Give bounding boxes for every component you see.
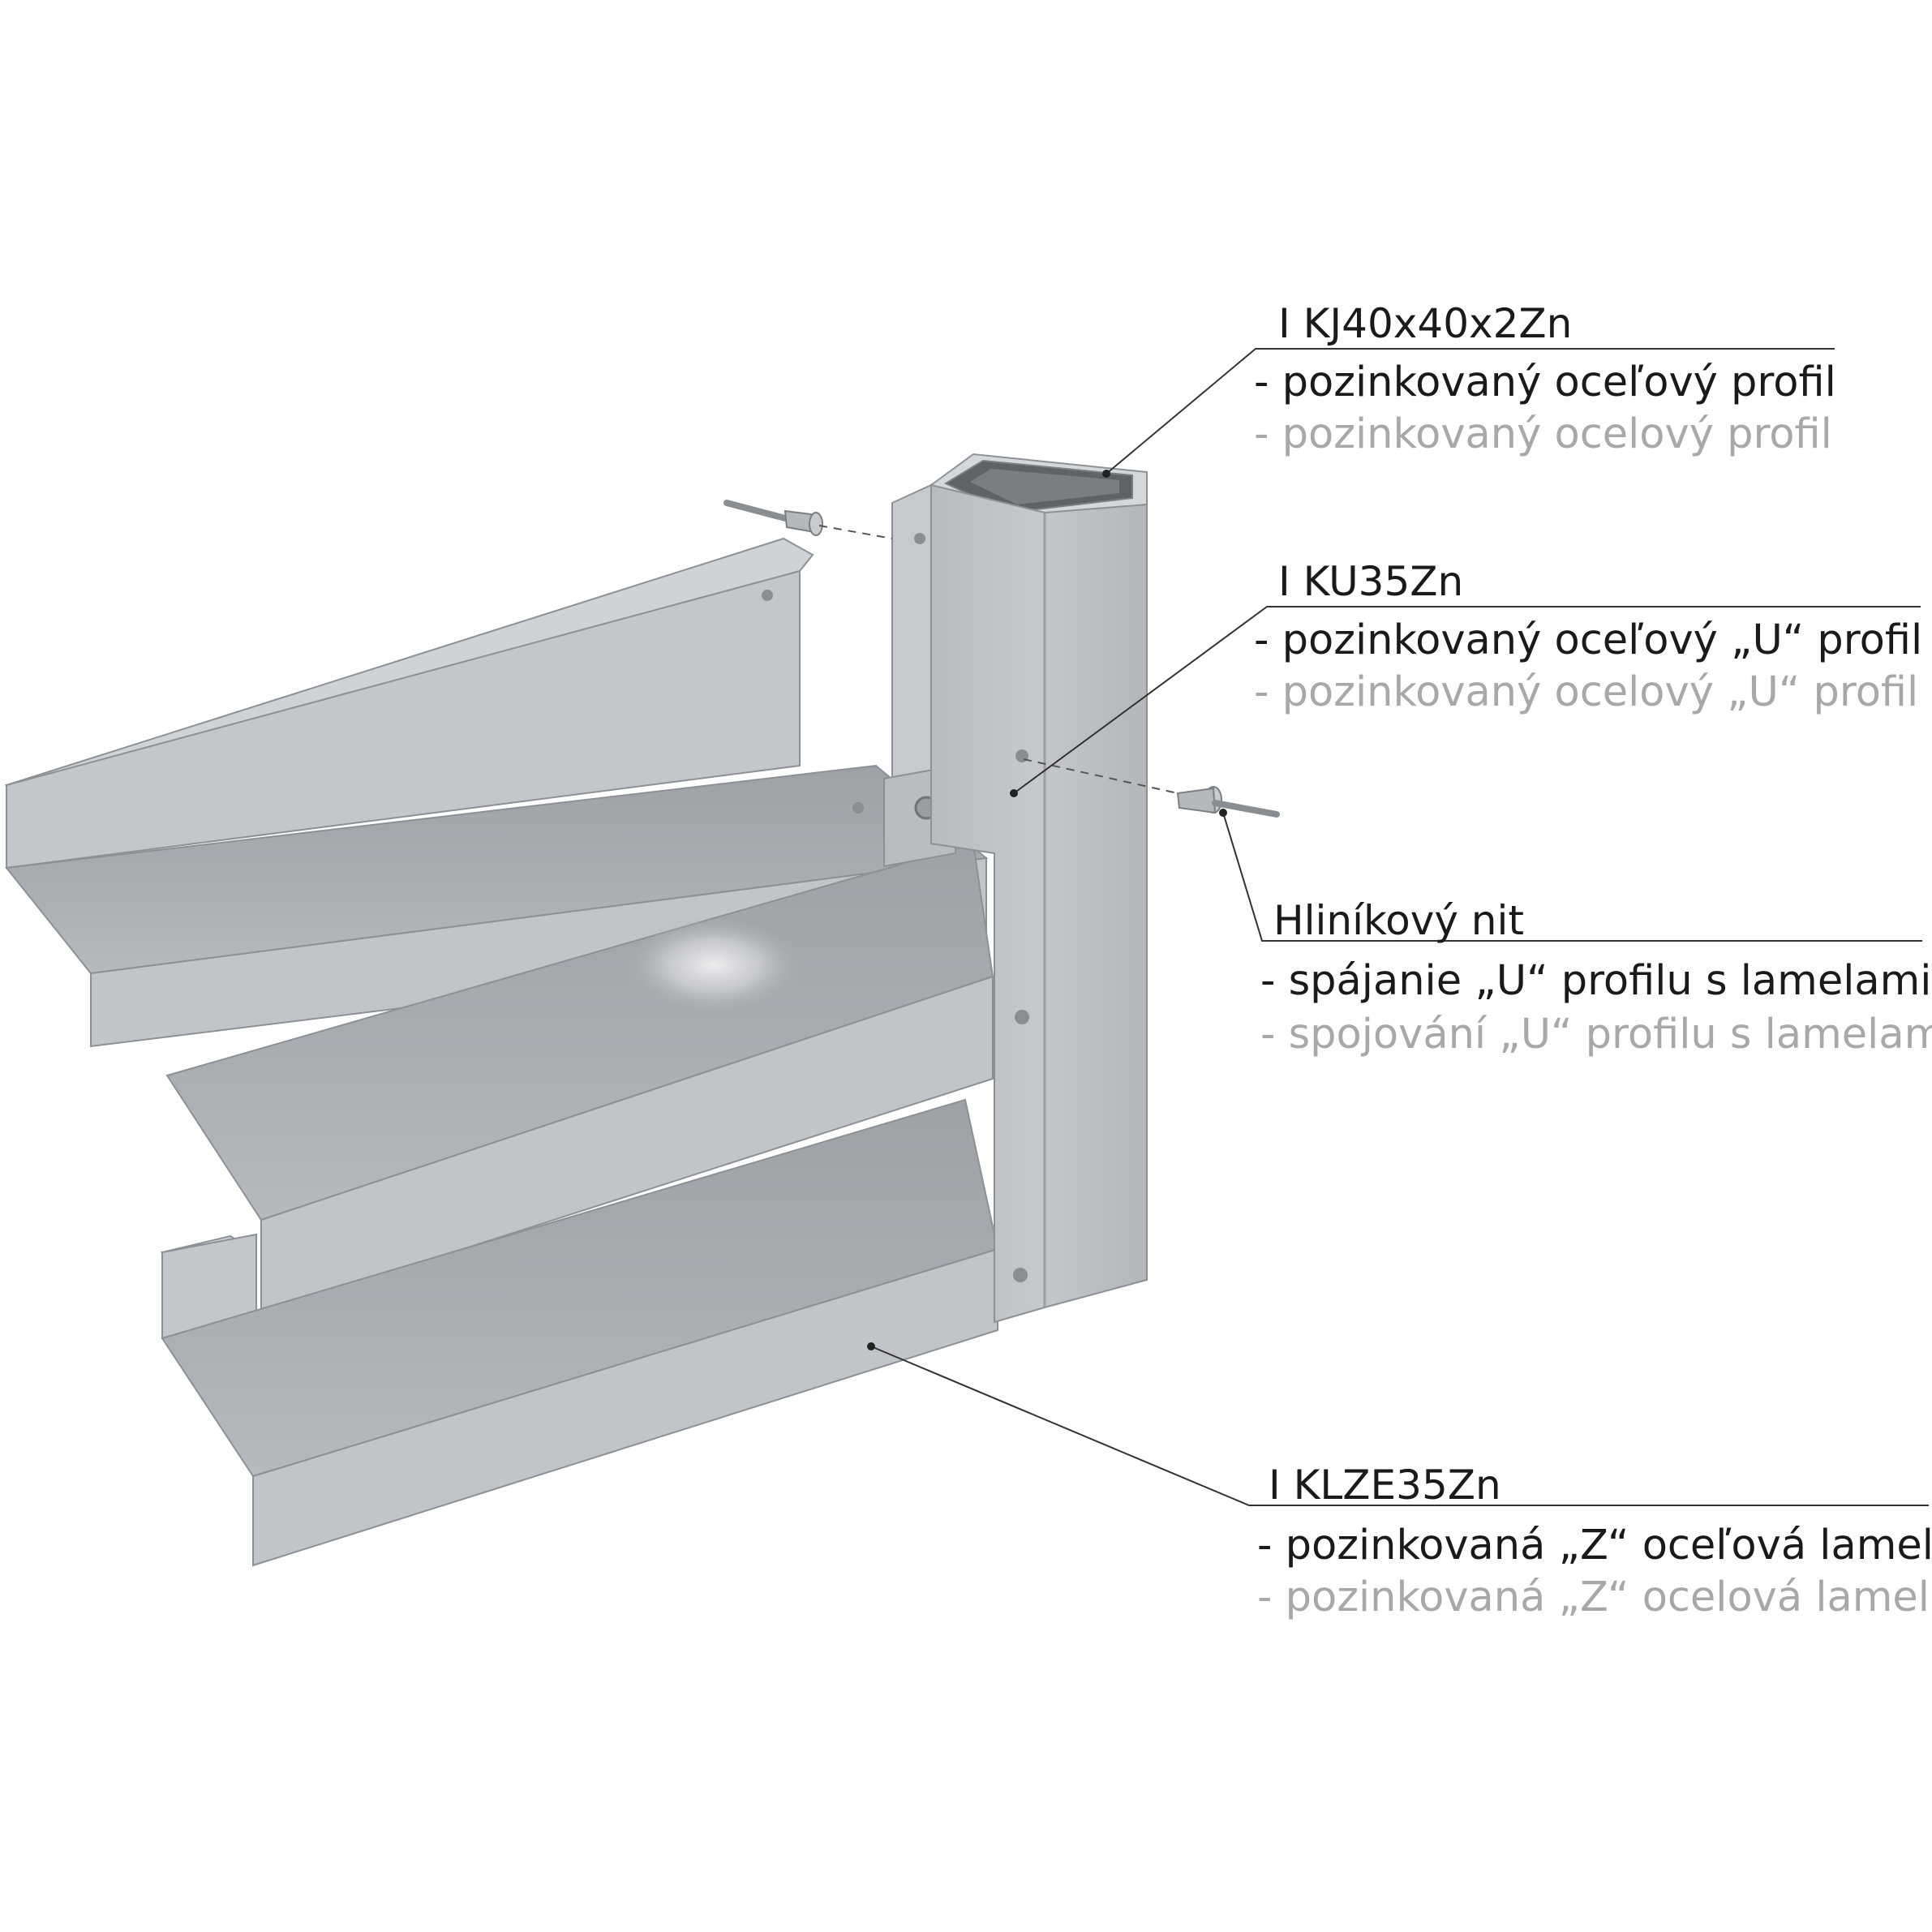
assembly-axis-top [818, 525, 893, 539]
lamella-top-hole [762, 590, 773, 601]
rivet-top-head [809, 512, 823, 536]
rivet-top-pin [723, 500, 792, 522]
post-code-label: I KJ40x40x2Zn [1278, 300, 1573, 347]
lamella-top-hole-2 [852, 802, 864, 814]
leader-rivet [1222, 812, 1922, 942]
rivet-right-body [1176, 787, 1217, 814]
post-hole-2 [1015, 1010, 1029, 1024]
rivet-right-pin [1212, 800, 1280, 818]
square-post [930, 453, 1148, 1324]
post-hole-3 [1013, 1268, 1028, 1282]
rivet-desc-cz: - spojování „U“ profilu s lamelami [1260, 1011, 1932, 1058]
u-profile-code-label: I KU35Zn [1278, 558, 1464, 605]
lamella-desc-cz: - pozinkovaná „Z“ ocelová lamela [1257, 1574, 1932, 1621]
u-profile-desc-cz: - pozinkovaný ocelový „U“ profil [1254, 668, 1919, 716]
post-desc-sk: - pozinkovaný oceľový profil [1254, 358, 1836, 406]
leader-dot-post [1102, 470, 1110, 478]
leader-dot-u-profile [1010, 789, 1018, 797]
lamella-bottom-lower-face [252, 1247, 998, 1567]
leader-lines [870, 348, 1929, 1506]
leader-post [1106, 348, 1835, 474]
rivet-code-label: Hliníkový nit [1273, 897, 1524, 944]
leader-u-profile [1013, 606, 1921, 794]
u-profile [883, 483, 956, 868]
lamella-middle-shine [625, 917, 803, 1014]
lamella-middle-lower-face [260, 975, 994, 1316]
lamella-desc-sk: - pozinkovaná „Z“ oceľová lamela [1257, 1522, 1932, 1569]
leader-dot-lamella [867, 1342, 875, 1350]
lamella-bottom [160, 1098, 999, 1567]
leader-lamella [870, 1346, 1929, 1506]
rivet-top [723, 500, 823, 536]
rivet-desc-sk: - spájanie „U“ profilu s lamelami [1260, 957, 1932, 1005]
u-profile-desc-sk: - pozinkovaný oceľový „U“ profil [1254, 616, 1923, 664]
lamella-middle [165, 842, 994, 1316]
post-right-face [1044, 503, 1148, 1309]
rivet-right [1176, 786, 1280, 818]
lamella-top-upper-face [6, 569, 801, 869]
lamella-code-label: I KLZE35Zn [1269, 1462, 1501, 1509]
post-desc-cz: - pozinkovaný ocelový profil [1254, 410, 1832, 458]
post-opening-inner [970, 469, 1119, 504]
u-profile-hole [914, 533, 925, 544]
leader-dot-rivet [1219, 809, 1227, 817]
assembly-axis-right [1023, 758, 1179, 794]
